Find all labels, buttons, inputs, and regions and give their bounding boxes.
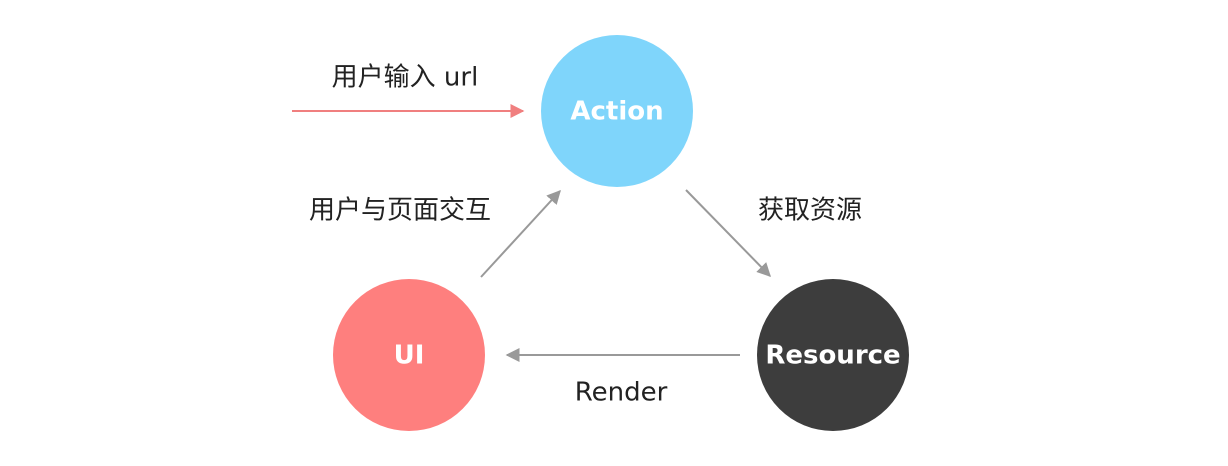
ui-label: UI	[394, 341, 425, 371]
ui-node: UI	[333, 279, 485, 431]
resource-label: Resource	[765, 341, 900, 371]
ui-circle	[333, 279, 485, 431]
resource-circle	[757, 279, 909, 431]
fetch-resource-label: 获取资源	[758, 196, 862, 226]
action-label: Action	[570, 97, 663, 127]
user-interaction-label: 用户与页面交互	[309, 196, 491, 226]
user-interaction-arrow	[480, 189, 561, 278]
user-input-url-label: 用户输入 url	[332, 63, 479, 93]
fetch-resource-arrow	[685, 189, 771, 278]
action-node: Action	[541, 35, 693, 187]
resource-node: Resource	[757, 279, 909, 431]
action-circle	[541, 35, 693, 187]
render-label: Render	[575, 378, 668, 408]
